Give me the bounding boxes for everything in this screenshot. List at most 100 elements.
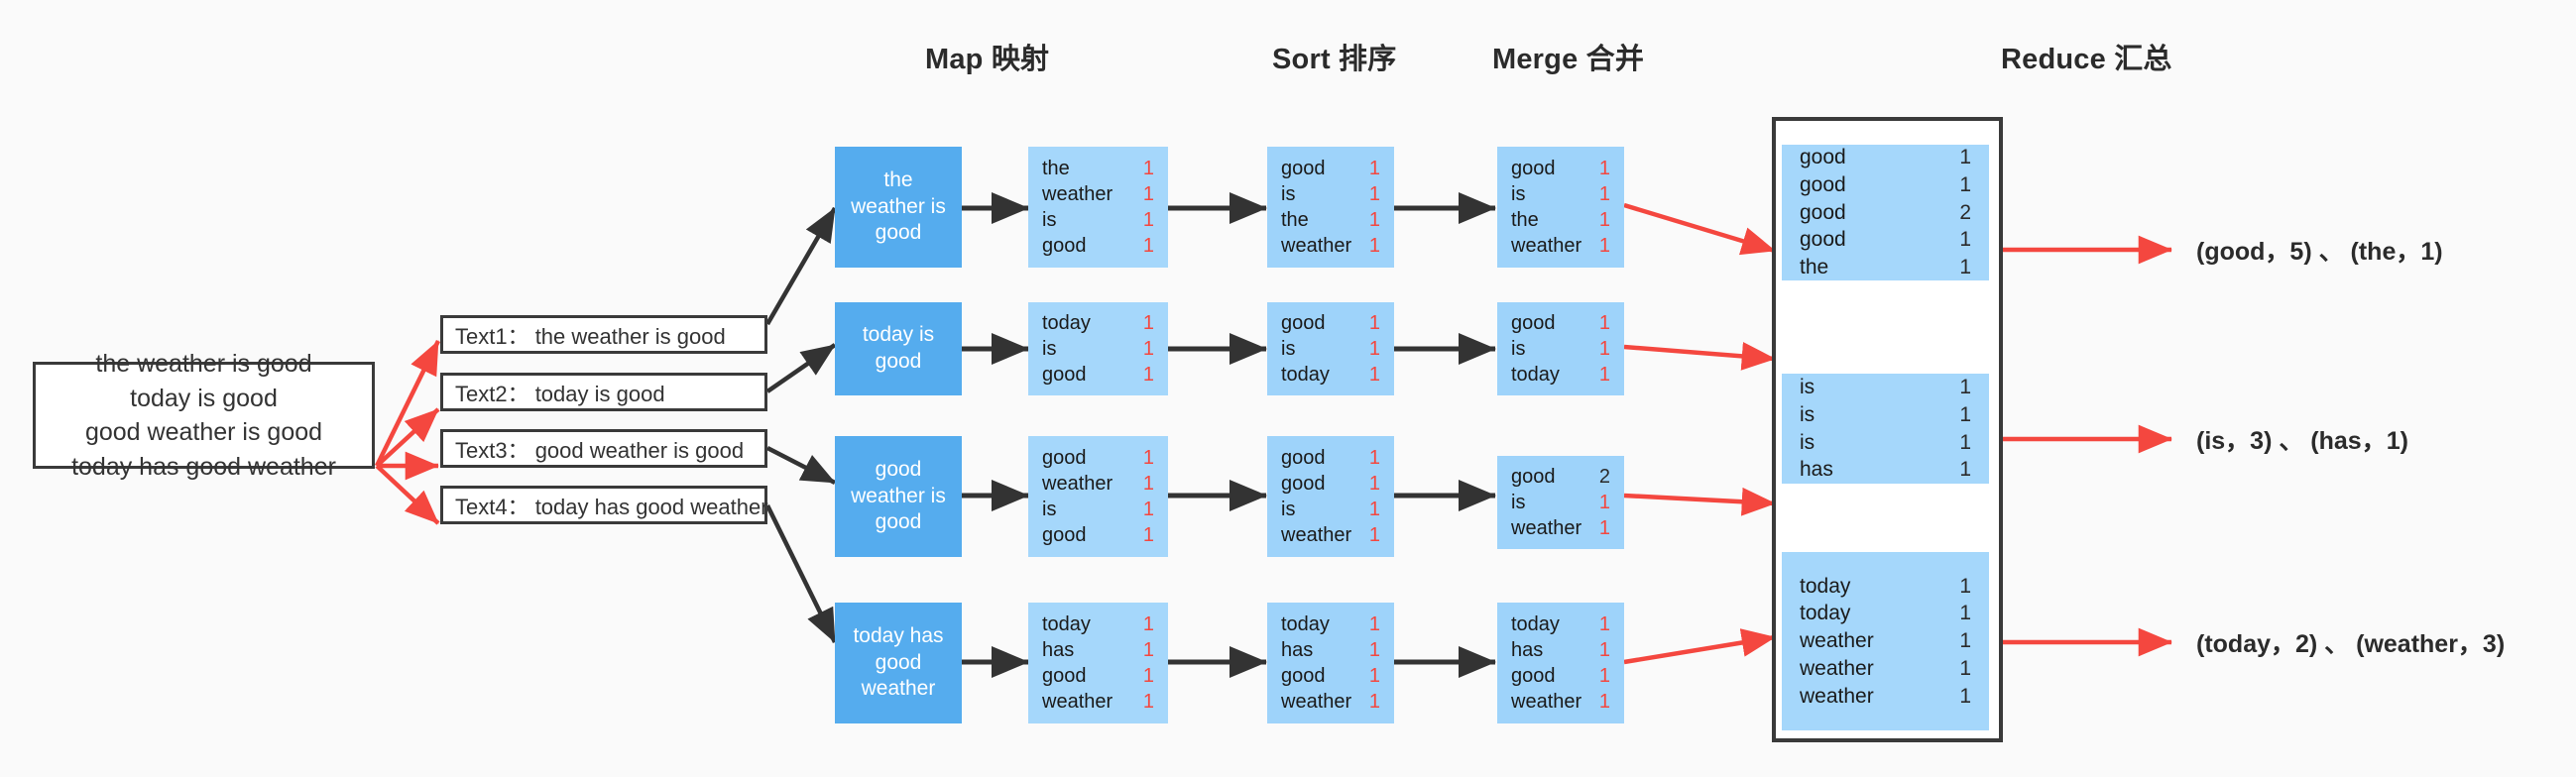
pair-key: the — [1800, 256, 1829, 279]
source-line: good weather is good — [84, 418, 323, 446]
pair-value: 1 — [1368, 209, 1380, 231]
pair-key: good — [1042, 447, 1087, 469]
pair-row: is 1 — [1042, 207, 1154, 233]
pair-key: weather — [1511, 235, 1582, 257]
pair-key: the — [1281, 209, 1309, 231]
pair-row: weather 1 — [1042, 689, 1154, 715]
pair-value: 1 — [1142, 613, 1154, 635]
pair-value: 1 — [1959, 256, 1971, 279]
pair-row: good 2 — [1800, 199, 1971, 227]
split-box-text4: Text4： today has good weather — [440, 486, 768, 524]
column-header-merge: Merge 合并 — [1492, 44, 1645, 75]
pair-key: is — [1042, 209, 1057, 231]
pair-value: 1 — [1598, 338, 1610, 360]
split-label: Text4： today has good weather — [455, 494, 768, 519]
pair-key: the — [1511, 209, 1539, 231]
pair-value: 1 — [1368, 158, 1380, 179]
pair-key: is — [1511, 492, 1526, 513]
pair-row: weather 1 — [1511, 515, 1610, 541]
pair-key: is — [1042, 499, 1057, 520]
pair-key: weather — [1281, 691, 1352, 713]
pair-key: good — [1042, 364, 1087, 386]
pair-key: is — [1281, 499, 1296, 520]
arrows-splits-to-map — [764, 206, 838, 643]
pair-key: has — [1511, 639, 1544, 661]
arrows-map-to-mapout — [962, 191, 1029, 678]
source-line: the weather is good — [95, 350, 312, 378]
split-label: Text3： good weather is good — [455, 437, 745, 463]
pair-row: today 1 — [1800, 573, 1971, 601]
pair-value: 1 — [1598, 517, 1610, 539]
pair-key: good — [1281, 158, 1326, 179]
arrows-reduce-to-results — [2003, 235, 2172, 657]
source-line: today has good weather — [71, 452, 336, 481]
pair-value: 1 — [1959, 146, 1971, 169]
pair-row: good 1 — [1042, 522, 1154, 548]
pair-row: the 1 — [1281, 207, 1380, 233]
map-input-line: good — [875, 510, 922, 534]
split-label: Text1： the weather is good — [455, 323, 726, 349]
pair-value: 1 — [1368, 665, 1380, 687]
pair-value: 1 — [1959, 172, 1971, 196]
pair-value: 1 — [1368, 473, 1380, 495]
pair-value: 1 — [1142, 209, 1154, 231]
map-input-line: weather is — [851, 194, 946, 218]
pair-key: weather — [1042, 691, 1113, 713]
map-input-box-1: the weather is good — [835, 147, 962, 268]
pair-key: is — [1800, 402, 1815, 426]
arrows-sort-to-merge — [1394, 191, 1496, 678]
pair-row: good 1 — [1042, 445, 1154, 471]
pair-row: good 1 — [1042, 362, 1154, 388]
pair-value: 1 — [1142, 499, 1154, 520]
pair-value: 1 — [1368, 338, 1380, 360]
pair-key: weather — [1511, 517, 1582, 539]
pair-value: 1 — [1142, 473, 1154, 495]
pair-key: good — [1042, 524, 1087, 546]
pair-value: 1 — [1142, 447, 1154, 469]
pair-value: 1 — [1142, 639, 1154, 661]
pair-value: 1 — [1142, 691, 1154, 713]
pair-value: 1 — [1959, 574, 1971, 598]
pair-key: good — [1281, 665, 1326, 687]
pair-value: 1 — [1598, 691, 1610, 713]
pair-key: is — [1800, 376, 1815, 399]
pair-value: 1 — [1142, 524, 1154, 546]
pair-value: 1 — [1598, 665, 1610, 687]
pair-value: 1 — [1368, 447, 1380, 469]
pair-value: 2 — [1959, 200, 1971, 224]
pair-key: weather — [1511, 691, 1582, 713]
pair-key: good — [1281, 447, 1326, 469]
pair-value: 1 — [1959, 656, 1971, 680]
map-input-line: good — [875, 350, 922, 373]
pair-value: 1 — [1959, 376, 1971, 399]
map-input-box-3: good weather is good — [835, 436, 962, 557]
pair-key: weather — [1281, 524, 1352, 546]
pair-key: good — [1042, 665, 1087, 687]
pair-key: good — [1800, 146, 1846, 169]
pair-key: is — [1281, 338, 1296, 360]
pair-key: good — [1042, 235, 1087, 257]
pair-key: good — [1800, 200, 1846, 224]
pair-key: today — [1800, 574, 1851, 598]
pair-row: is 1 — [1281, 336, 1380, 362]
pair-value: 1 — [1598, 613, 1610, 635]
pair-value: 1 — [1142, 364, 1154, 386]
